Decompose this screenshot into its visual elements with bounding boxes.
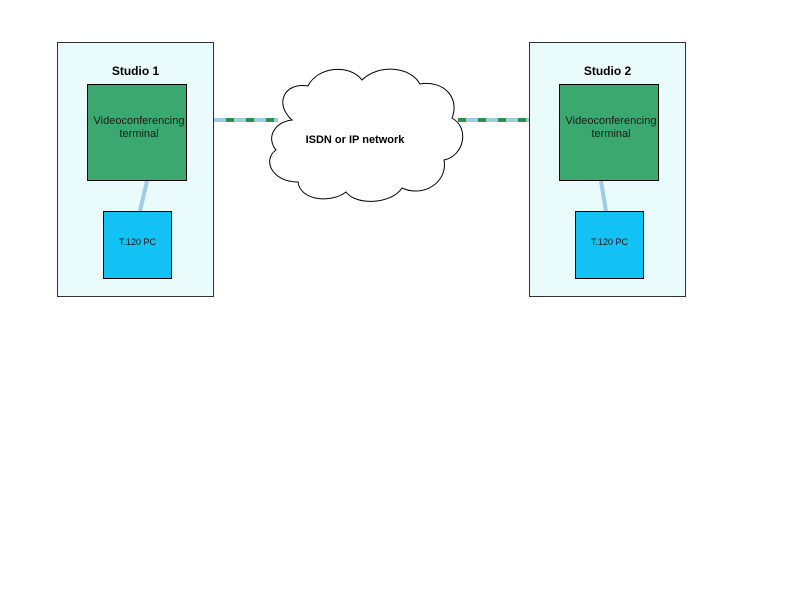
studio-1-local-link [138,180,149,212]
studio-1-terminal: Videoconferencing terminal [87,84,187,181]
studio-1-pc-label: T.120 PC [118,237,157,247]
studio-2-pc-label: T.120 PC [590,237,629,247]
studio-2-pc-link [599,180,608,212]
studio-2-local-link [599,180,608,212]
studio-1-terminal-label: Videoconferencing terminal [93,115,185,140]
studio-1-title: Studio 1 [111,64,160,78]
studio-2-pc: T.120 PC [575,211,644,279]
studio-1-pc-link [138,180,149,212]
studio-2-terminal-label: Videoconferencing terminal [565,115,657,140]
studio-1-box: Studio 1 Videoconferencing terminal T.12… [57,42,214,297]
network-cloud [269,68,464,202]
studio-1-pc: T.120 PC [103,211,172,279]
network-label: ISDN or IP network [305,134,405,146]
studio-2-title: Studio 2 [583,64,632,78]
studio-2-box: Studio 2 Videoconferencing terminal T.12… [529,42,686,297]
studio-2-terminal: Videoconferencing terminal [559,84,659,181]
